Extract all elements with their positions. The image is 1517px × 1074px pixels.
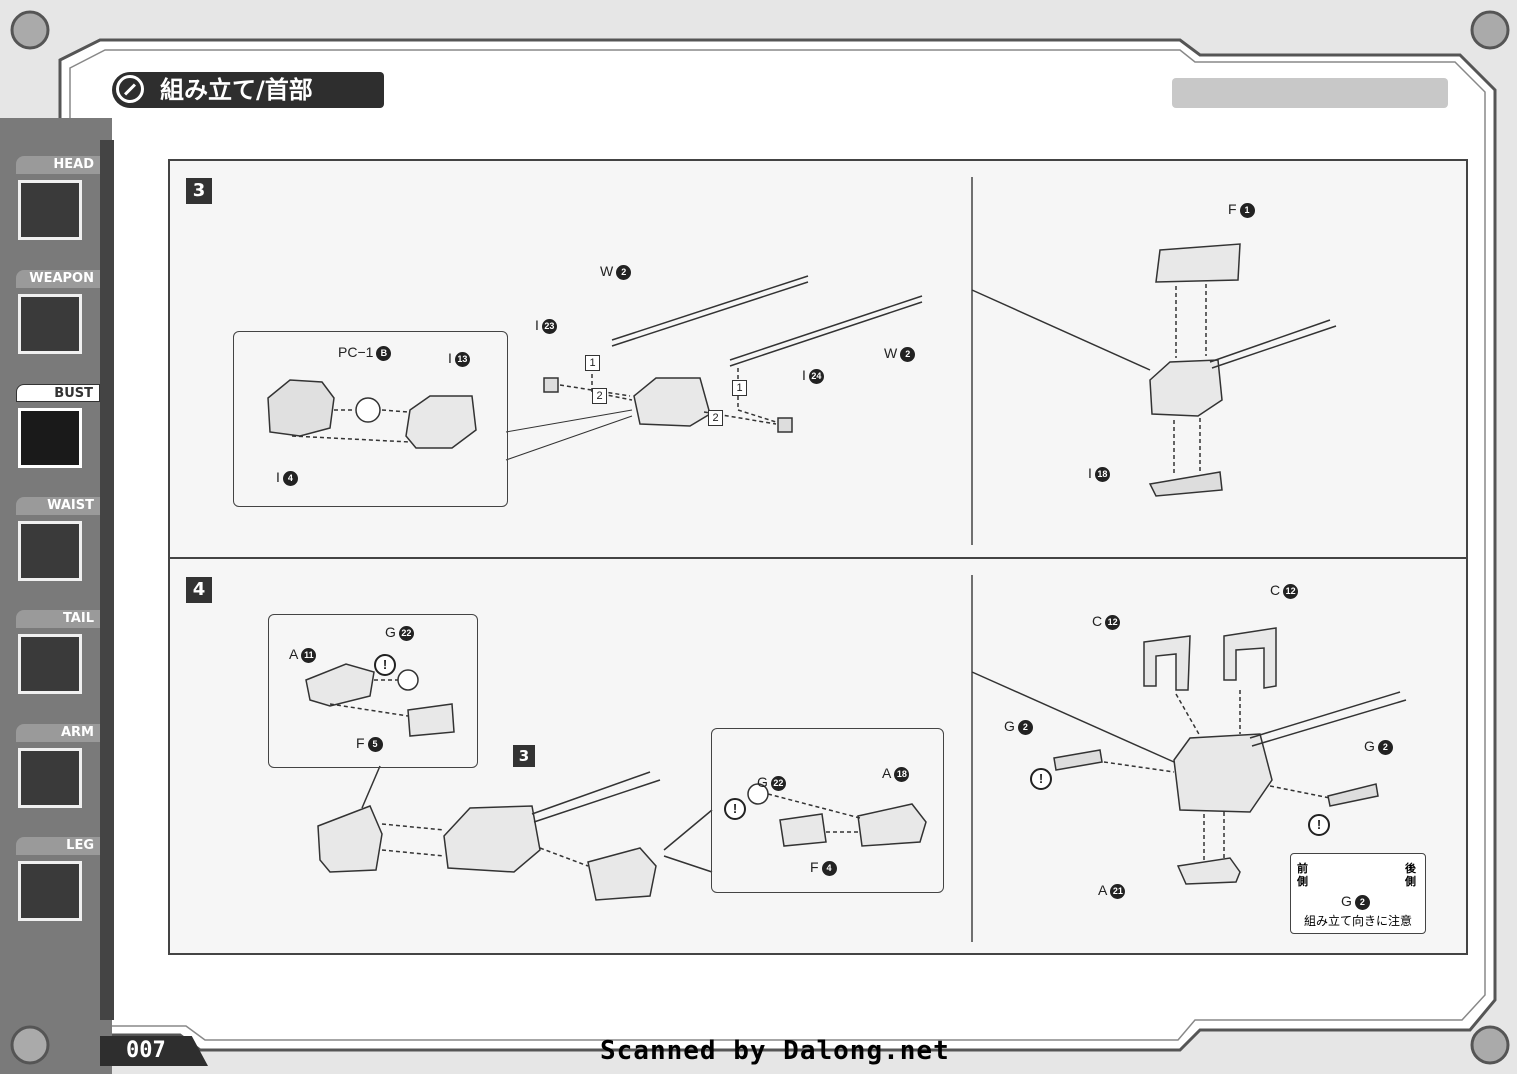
step4-subassembly-callout (305, 663, 455, 809)
step-3-badge: 3 (186, 178, 212, 204)
warning-icon: ! (1308, 814, 1330, 836)
page-title-text: 組み立て/首部 (160, 76, 313, 104)
step3-main-assembly (543, 275, 923, 433)
step4-right-callout-frame (711, 728, 944, 893)
sidebar-tab-arm[interactable]: ARM (12, 724, 100, 820)
sidebar-tab-head[interactable]: HEAD (12, 156, 100, 252)
bust-thumbnail-icon (18, 408, 82, 468)
sidebar-tab-waist[interactable]: WAIST (12, 497, 100, 593)
sidebar-tab-label: ARM (16, 724, 100, 742)
sidebar-tab-weapon[interactable]: WEAPON (12, 270, 100, 366)
waist-thumbnail-icon (18, 521, 82, 581)
corner-bolt-icon (10, 10, 50, 50)
scan-credit: Scanned by Dalong.net (600, 1036, 950, 1066)
order-mark: 1 (732, 380, 747, 396)
order-mark: 1 (585, 355, 600, 371)
head-thumbnail-icon (18, 180, 82, 240)
order-mark: 2 (708, 410, 723, 426)
step4-right-assembly (971, 627, 1407, 885)
front-side-label: 前側 (1297, 862, 1308, 888)
corner-bolt-icon (10, 1025, 50, 1065)
step4-right-callout (747, 783, 927, 847)
sidebar-tab-label: LEG (16, 837, 100, 855)
sidebar-tab-label: WEAPON (16, 270, 100, 288)
corner-bolt-icon (1470, 10, 1510, 50)
section-emblem-icon (116, 75, 144, 103)
sidebar-tab-leg[interactable]: LEG (12, 837, 100, 933)
note-caption: 組み立て向きに注意 (1303, 914, 1412, 928)
step3-callout-frame (233, 331, 508, 507)
warning-icon: ! (1030, 768, 1052, 790)
warning-icon: ! (374, 654, 396, 676)
sidebar-tab-label: HEAD (16, 156, 100, 174)
step3-subassembly-callout (267, 379, 477, 449)
sidebar-tab-label: TAIL (16, 610, 100, 628)
step-4-badge: 4 (186, 577, 212, 603)
arm-thumbnail-icon (18, 748, 82, 808)
back-side-label: 後側 (1405, 862, 1416, 888)
warning-icon: ! (724, 798, 746, 820)
order-mark: 2 (592, 388, 607, 404)
step3-right-assembly (971, 243, 1337, 497)
page-number: 007 (100, 1036, 208, 1066)
faded-background-header (1172, 78, 1448, 108)
sidebar-tab-label: WAIST (16, 497, 100, 515)
tail-thumbnail-icon (18, 634, 82, 694)
sidebar-tab-bust[interactable]: BUST (12, 384, 100, 480)
sidebar-tab-label: BUST (16, 384, 100, 402)
weapon-thumbnail-icon (18, 294, 82, 354)
page-title: 組み立て/首部 (112, 72, 384, 108)
step4-main-assembly (317, 771, 713, 901)
corner-bolt-icon (1470, 1025, 1510, 1065)
reference-step-badge: 3 (513, 745, 535, 767)
step4-left-callout-frame (268, 614, 478, 768)
leg-thumbnail-icon (18, 861, 82, 921)
sidebar-tab-tail[interactable]: TAIL (12, 610, 100, 706)
